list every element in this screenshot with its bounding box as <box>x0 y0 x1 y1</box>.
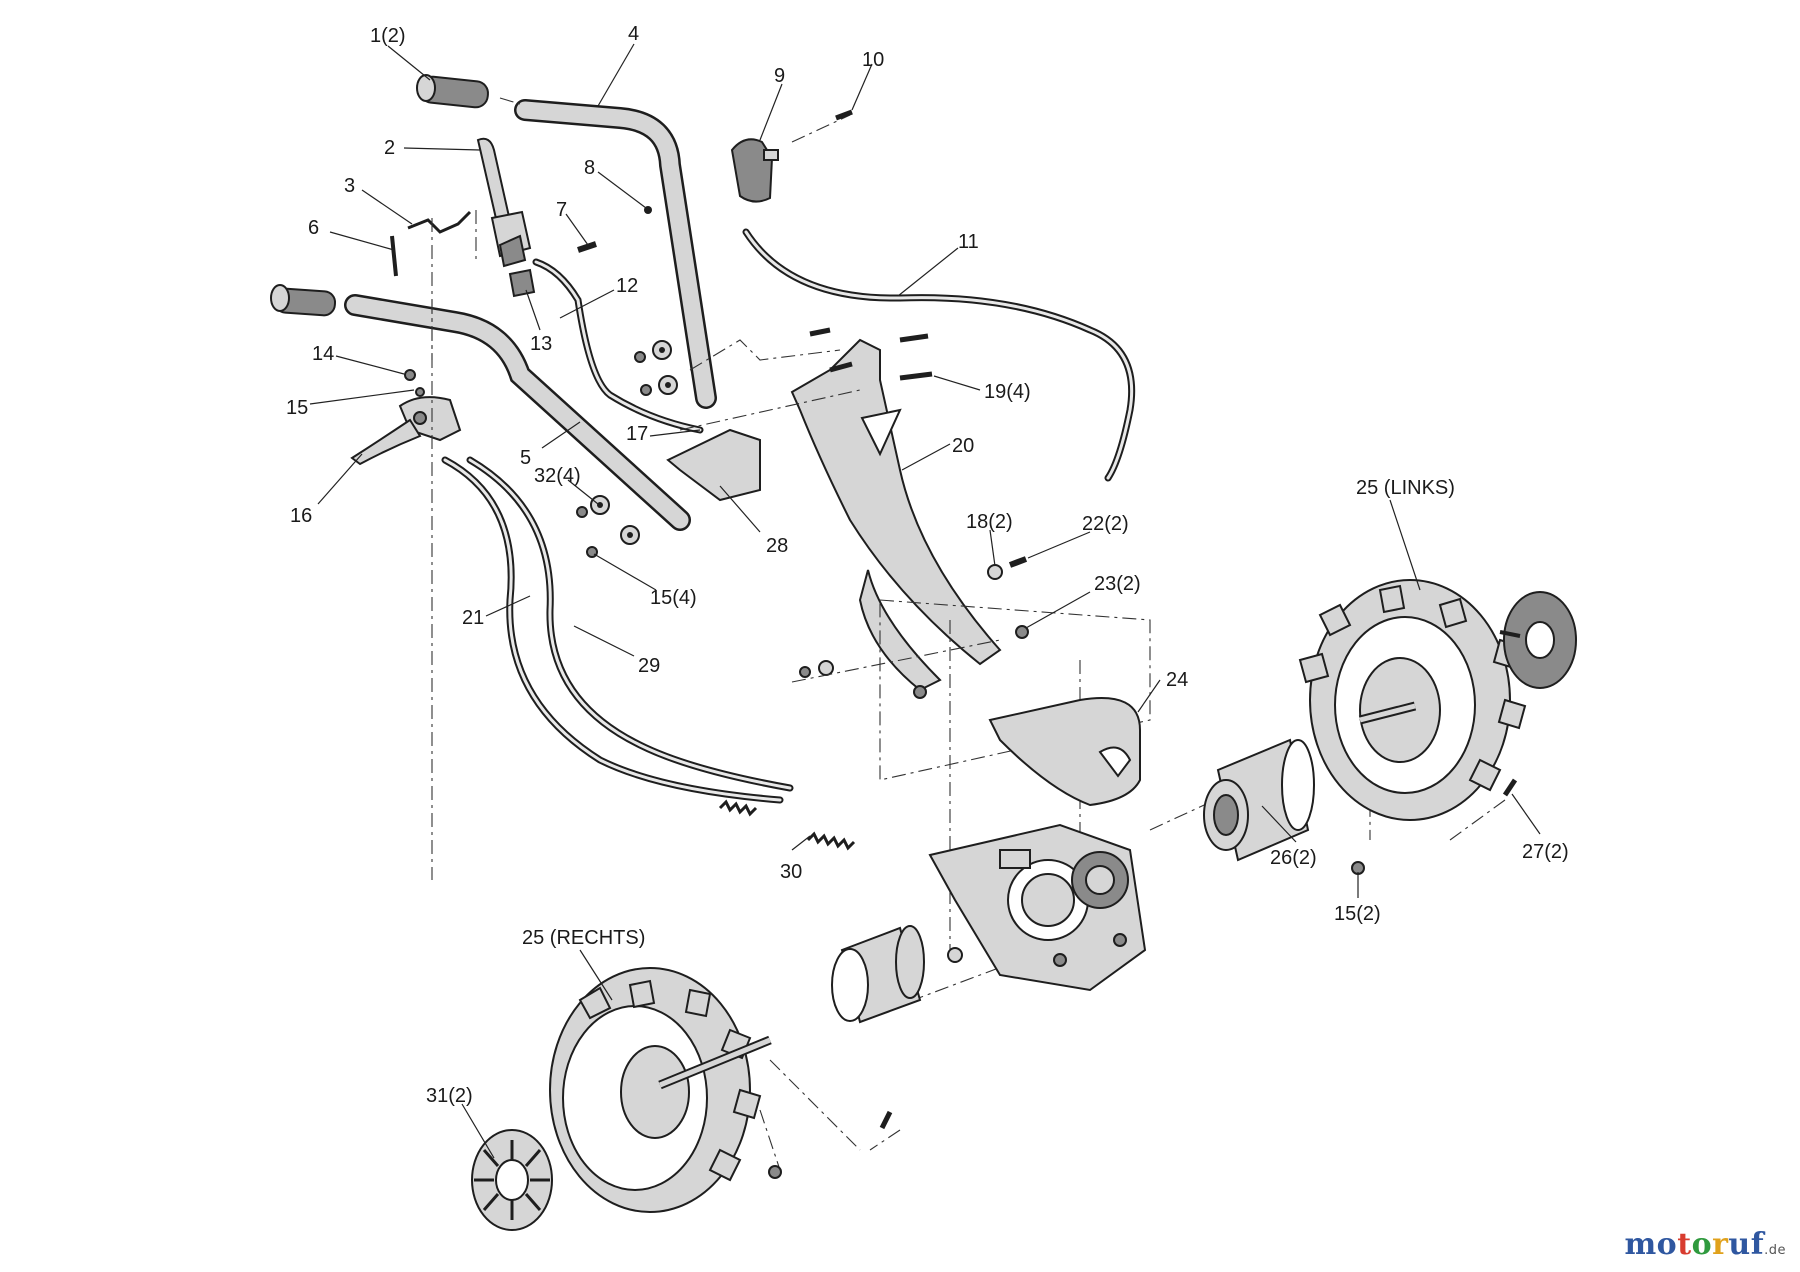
bolts-19 <box>809 327 933 381</box>
handle-base-20 <box>790 338 1002 692</box>
brand-logo: motoruf.de <box>1624 1227 1786 1262</box>
label-6: 6 <box>308 217 319 239</box>
label-10: 10 <box>862 49 884 71</box>
label-29: 29 <box>638 655 660 677</box>
pin-6 <box>390 235 398 277</box>
nut-15 <box>415 387 425 397</box>
hub-sleeve-26 <box>1203 738 1315 862</box>
label-21: 21 <box>462 607 484 629</box>
label-15: 15 <box>286 397 308 419</box>
bracket-28 <box>666 428 761 502</box>
brand-tld: .de <box>1764 1243 1786 1258</box>
shield-24 <box>988 697 1141 807</box>
part-labels: 1(2) 2 3 4 5 6 7 8 9 10 11 12 13 14 15 1… <box>286 23 1569 1107</box>
grip-upper <box>416 74 521 109</box>
lower-handlebar <box>344 294 691 531</box>
label-15-4: 15(4) <box>650 587 697 609</box>
cable-11 <box>742 228 1136 482</box>
nut-14 <box>404 369 416 381</box>
label-27: 27(2) <box>1522 841 1569 863</box>
bracket-13 <box>508 268 536 298</box>
lever-16 <box>350 396 462 466</box>
label-2: 2 <box>384 137 395 159</box>
label-14: 14 <box>312 343 334 365</box>
label-25-links: 25 (LINKS) <box>1356 477 1455 499</box>
leader-lines <box>309 43 1541 1159</box>
label-30: 30 <box>780 861 802 883</box>
control-housing <box>730 114 851 203</box>
wheel-right <box>549 967 772 1213</box>
label-25-rechts: 25 (RECHTS) <box>522 927 645 949</box>
label-5: 5 <box>520 447 531 469</box>
label-4: 4 <box>628 23 639 45</box>
alignment-lines <box>431 210 1506 1171</box>
washers-32 <box>576 340 678 558</box>
label-15-2: 15(2) <box>1334 903 1381 925</box>
label-18: 18(2) <box>966 511 1013 533</box>
label-32: 32(4) <box>534 465 581 487</box>
spring-30 <box>806 831 856 851</box>
label-24: 24 <box>1166 669 1188 691</box>
bolt-27 <box>1502 778 1518 797</box>
label-17: 17 <box>626 423 648 445</box>
label-23: 23(2) <box>1094 573 1141 595</box>
transmission-housing <box>928 823 1147 992</box>
hubcap-left <box>1499 591 1577 689</box>
bolt-22 <box>1008 556 1028 568</box>
label-3: 3 <box>344 175 355 197</box>
lever-2 <box>476 137 532 268</box>
label-16: 16 <box>290 505 312 527</box>
clip-3 <box>407 210 472 234</box>
label-22: 22(2) <box>1082 513 1129 535</box>
grip-lower <box>270 284 337 317</box>
label-31: 31(2) <box>426 1085 473 1107</box>
nut-23 <box>1015 625 1029 639</box>
hubcap-right <box>471 1129 553 1231</box>
label-1: 1(2) <box>370 25 406 47</box>
bolt-10 <box>835 109 853 121</box>
wheel-left <box>1298 579 1527 821</box>
label-8: 8 <box>584 157 595 179</box>
washer-lower <box>818 660 834 676</box>
label-26: 26(2) <box>1270 847 1317 869</box>
label-11: 11 <box>958 231 979 253</box>
label-13: 13 <box>530 333 552 355</box>
label-19: 19(4) <box>984 381 1031 403</box>
label-9: 9 <box>774 65 785 87</box>
bolt-7 <box>577 241 597 253</box>
upper-handlebar <box>514 99 717 409</box>
hub-sleeve-right <box>831 925 963 1024</box>
washer-18 <box>987 564 1003 580</box>
label-7: 7 <box>556 199 567 221</box>
label-20: 20 <box>952 435 974 457</box>
label-28: 28 <box>766 535 788 557</box>
label-12: 12 <box>616 275 638 297</box>
